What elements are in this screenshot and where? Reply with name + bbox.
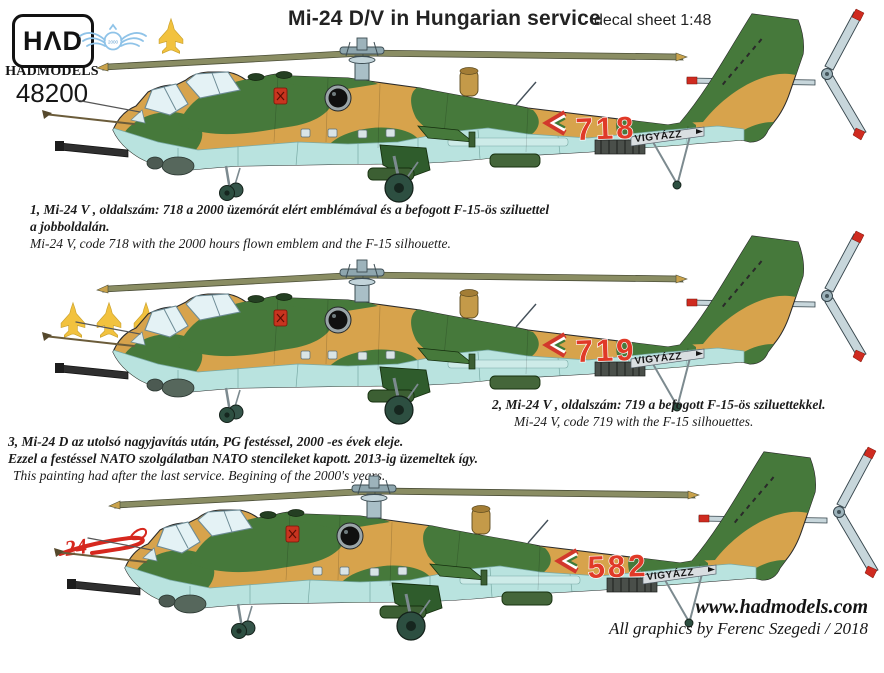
- brand-name: HADMODELS: [5, 64, 99, 79]
- f15-silhouette-icon: [158, 17, 184, 54]
- f15-silhouette-icon: [97, 301, 122, 338]
- note-1-hu-line-2: a jobboldalán.: [30, 219, 110, 234]
- mi24-red-logo: 24: [58, 527, 148, 561]
- note-1-en: Mi-24 V, code 718 with the 2000 hours fl…: [30, 236, 451, 251]
- tail-code-1: 718: [575, 110, 637, 147]
- note-3-hu-line-2: Ezzel a festéssel NATO szolgálatban NATO…: [8, 451, 478, 466]
- brand-logo-text: HΛD: [22, 25, 83, 56]
- note-block-2: 2, Mi-24 V , oldalszám: 719 a befogott F…: [492, 396, 826, 430]
- mi24-logo-number: 24: [62, 533, 88, 561]
- product-code: 48200: [15, 78, 89, 108]
- scale-note: decal sheet 1:48: [594, 12, 712, 29]
- helicopter-profile-1: 718 VIGYÁZZ: [28, 5, 878, 235]
- helicopter-profile-2: 719 VIGYÁZZ: [28, 227, 878, 457]
- flight-hours-value: 2000: [108, 40, 119, 45]
- brand-logo: HΛD: [12, 14, 94, 68]
- tail-code-2: 719: [575, 332, 637, 369]
- website-url: www.hadmodels.com: [695, 596, 868, 618]
- page-title: Mi-24 D/V in Hungarian service: [288, 7, 601, 30]
- helicopter-profile-3: 582 VIGYÁZZ: [40, 443, 884, 673]
- note-3-en: This painting had after the last service…: [13, 468, 386, 483]
- tail-code-3: 582: [587, 548, 649, 585]
- note-2-en: Mi-24 V, code 719 with the F-15 silhouet…: [514, 414, 754, 429]
- note-2-hu-line-1: 2, Mi-24 V , oldalszám: 719 a befogott F…: [492, 397, 826, 412]
- note-3-hu-line-1: 3, Mi-24 D az utolsó nagyjavítás után, P…: [8, 434, 404, 449]
- graphics-credit: All graphics by Ferenc Szegedi / 2018: [608, 619, 868, 638]
- note-block-1: 1, Mi-24 V , oldalszám: 718 a 2000 üzemó…: [30, 201, 549, 252]
- note-block-3: 3, Mi-24 D az utolsó nagyjavítás után, P…: [8, 433, 478, 484]
- note-1-hu-line-1: 1, Mi-24 V , oldalszám: 718 a 2000 üzemó…: [30, 202, 550, 217]
- flight-hours-badge: 2000: [79, 23, 147, 51]
